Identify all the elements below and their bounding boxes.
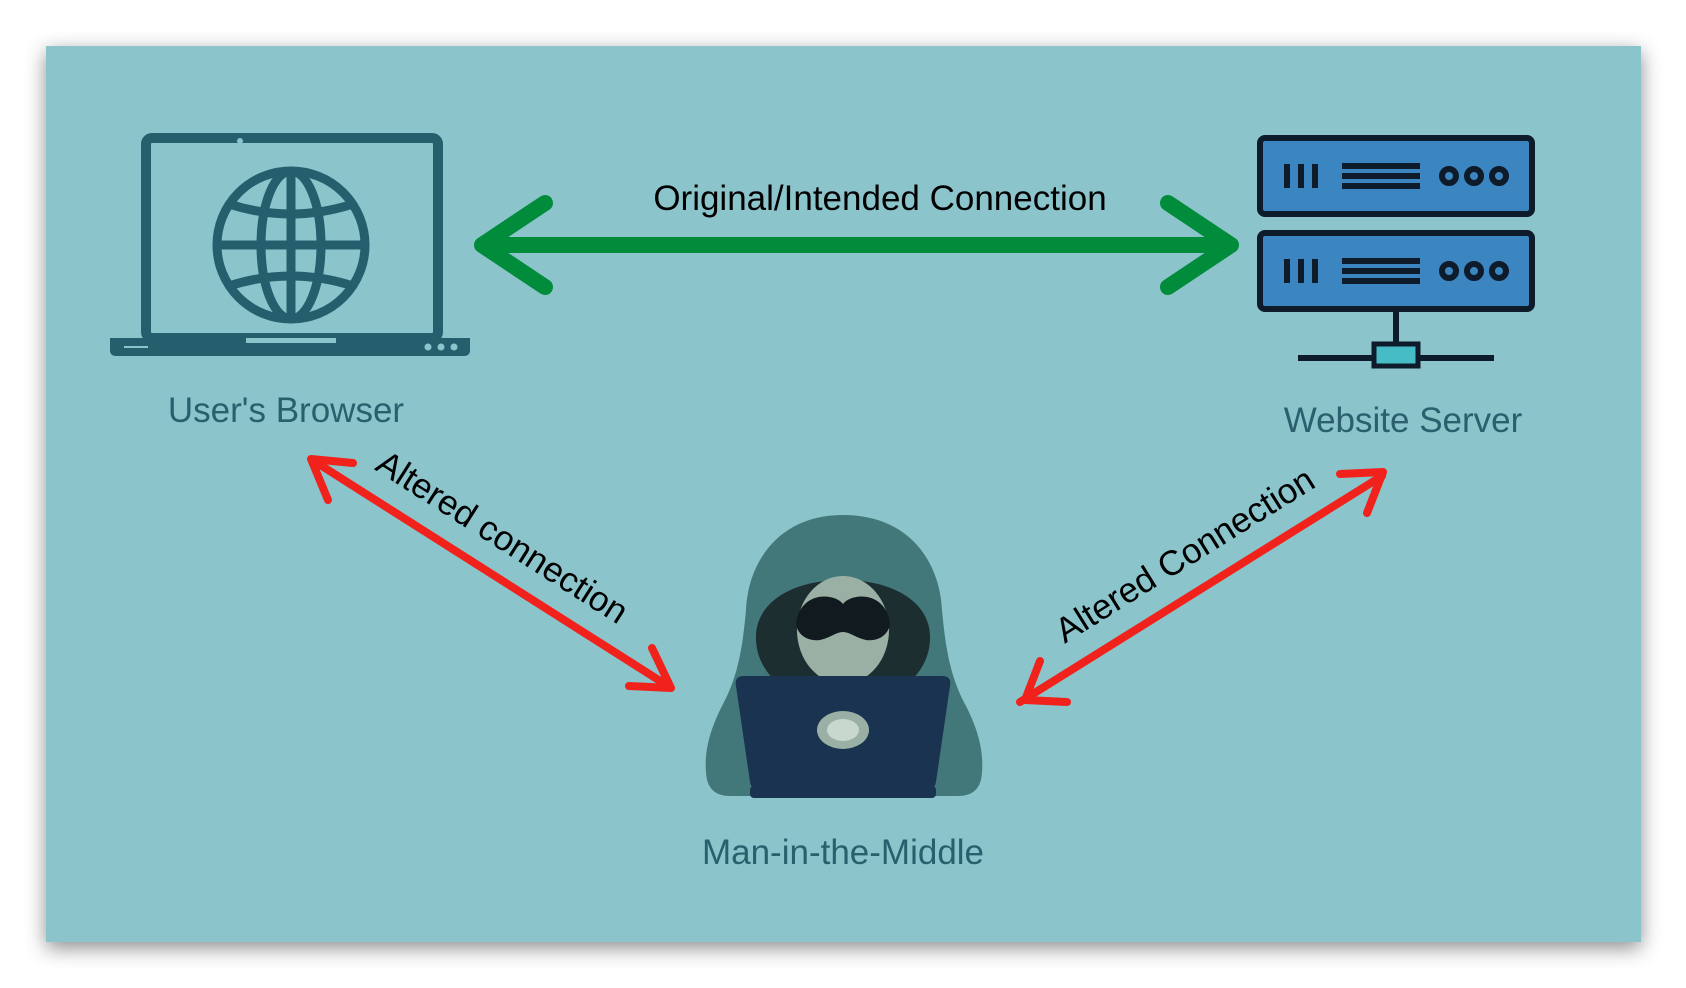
server-bottom-details bbox=[1284, 258, 1509, 284]
browser-label: User's Browser bbox=[168, 391, 405, 430]
laptop-globe-icon bbox=[110, 133, 470, 356]
intended-connection-arrow bbox=[474, 195, 1239, 295]
hacker-laptop-logo-inner bbox=[827, 719, 859, 741]
attacker-label: Man-in-the-Middle bbox=[702, 833, 984, 872]
arrowhead-down-right bbox=[625, 644, 675, 692]
altered-connection-arrow-left bbox=[307, 455, 675, 692]
laptop-trackpad bbox=[246, 338, 336, 343]
server-label: Website Server bbox=[1284, 401, 1523, 440]
laptop-camera bbox=[237, 138, 243, 144]
intended-connection-label: Original/Intended Connection bbox=[653, 179, 1106, 218]
server-rack-icon bbox=[1257, 135, 1535, 369]
arrowhead-up-right bbox=[1336, 468, 1387, 517]
laptop-base-dot bbox=[424, 343, 432, 351]
hooded-hacker-icon bbox=[705, 515, 983, 798]
laptop-base bbox=[110, 338, 470, 356]
altered-connection-arrow-right bbox=[1016, 468, 1387, 706]
hacker-laptop-base bbox=[750, 786, 936, 798]
server-network-hub bbox=[1371, 341, 1421, 369]
arrowhead-right bbox=[1160, 195, 1239, 295]
laptop-base-dot bbox=[437, 343, 445, 351]
globe-icon bbox=[212, 166, 370, 324]
server-top-details bbox=[1284, 163, 1509, 189]
hacker-mask bbox=[796, 596, 890, 641]
arrowhead-down-left bbox=[1021, 657, 1071, 706]
arrowhead-up-left bbox=[307, 455, 357, 504]
laptop-base-dot bbox=[450, 343, 458, 351]
arrowhead-left bbox=[474, 195, 553, 295]
